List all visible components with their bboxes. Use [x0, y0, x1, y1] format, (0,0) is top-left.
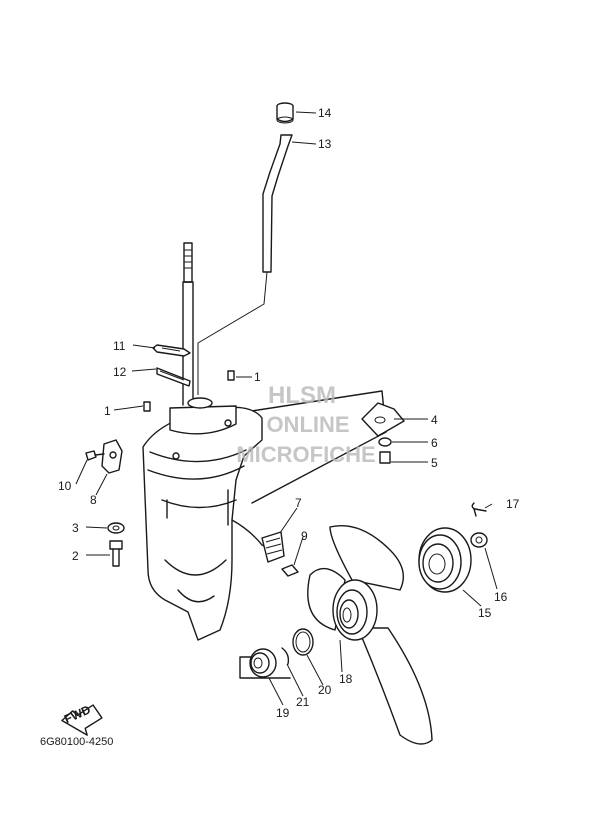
callout-14: 14	[318, 106, 332, 120]
callout-4: 4	[431, 413, 438, 427]
cover-8	[101, 439, 123, 474]
callout-6: 6	[431, 436, 438, 450]
callout-1b: 1	[104, 404, 111, 418]
cotter-pin	[471, 502, 487, 517]
lower-casing	[142, 397, 273, 641]
anode	[261, 531, 285, 563]
callout-2: 2	[72, 549, 79, 563]
callout-9: 9	[301, 529, 308, 543]
washer-3	[107, 522, 125, 534]
watermark: HLSM ONLINE MICROFICHE	[236, 382, 375, 467]
leader-lines	[75, 111, 498, 706]
circlip	[281, 647, 290, 665]
thrust-washer	[249, 648, 277, 678]
bracket-12	[156, 367, 191, 387]
callout-15: 15	[478, 606, 492, 620]
callout-16: 16	[494, 590, 508, 604]
callout-21: 21	[296, 695, 310, 709]
callout-numbers: 14 13 11 12 1 1 4 6 5 10 8 3 2 7 9 17 16…	[58, 106, 520, 720]
callout-10: 10	[58, 479, 72, 493]
callout-20: 20	[318, 683, 332, 697]
bolt-5	[379, 451, 391, 464]
callout-8: 8	[90, 493, 97, 507]
grommet	[276, 102, 294, 124]
trim-tab	[361, 402, 405, 437]
callout-13: 13	[318, 137, 332, 151]
dowel-pin-a	[227, 370, 235, 381]
callout-17: 17	[506, 497, 520, 511]
ring-20	[292, 628, 314, 656]
bracket-11	[152, 344, 191, 357]
fwd-arrow	[61, 704, 103, 736]
bolt-9	[281, 564, 299, 577]
nut-16	[470, 532, 488, 548]
callout-5: 5	[431, 456, 438, 470]
watermark-line3: MICROFICHE	[236, 442, 375, 467]
callout-18: 18	[339, 672, 353, 686]
document-number: 6G80100-4250	[40, 736, 114, 748]
spacer	[418, 527, 472, 593]
washer-6	[378, 437, 392, 447]
callout-19: 19	[276, 706, 290, 720]
propeller	[307, 525, 433, 745]
callout-1a: 1	[254, 370, 261, 384]
callout-11: 11	[113, 339, 126, 353]
watermark-line2: ONLINE	[266, 412, 349, 437]
drive-shaft	[182, 242, 194, 406]
bolt-2	[109, 540, 123, 567]
callout-3: 3	[72, 521, 79, 535]
screw-10	[85, 450, 105, 461]
dowel-pin-b	[143, 401, 151, 412]
watermark-line1: HLSM	[268, 382, 336, 409]
callout-7: 7	[295, 496, 302, 510]
shift-rod	[262, 134, 293, 273]
callout-12: 12	[113, 365, 127, 379]
